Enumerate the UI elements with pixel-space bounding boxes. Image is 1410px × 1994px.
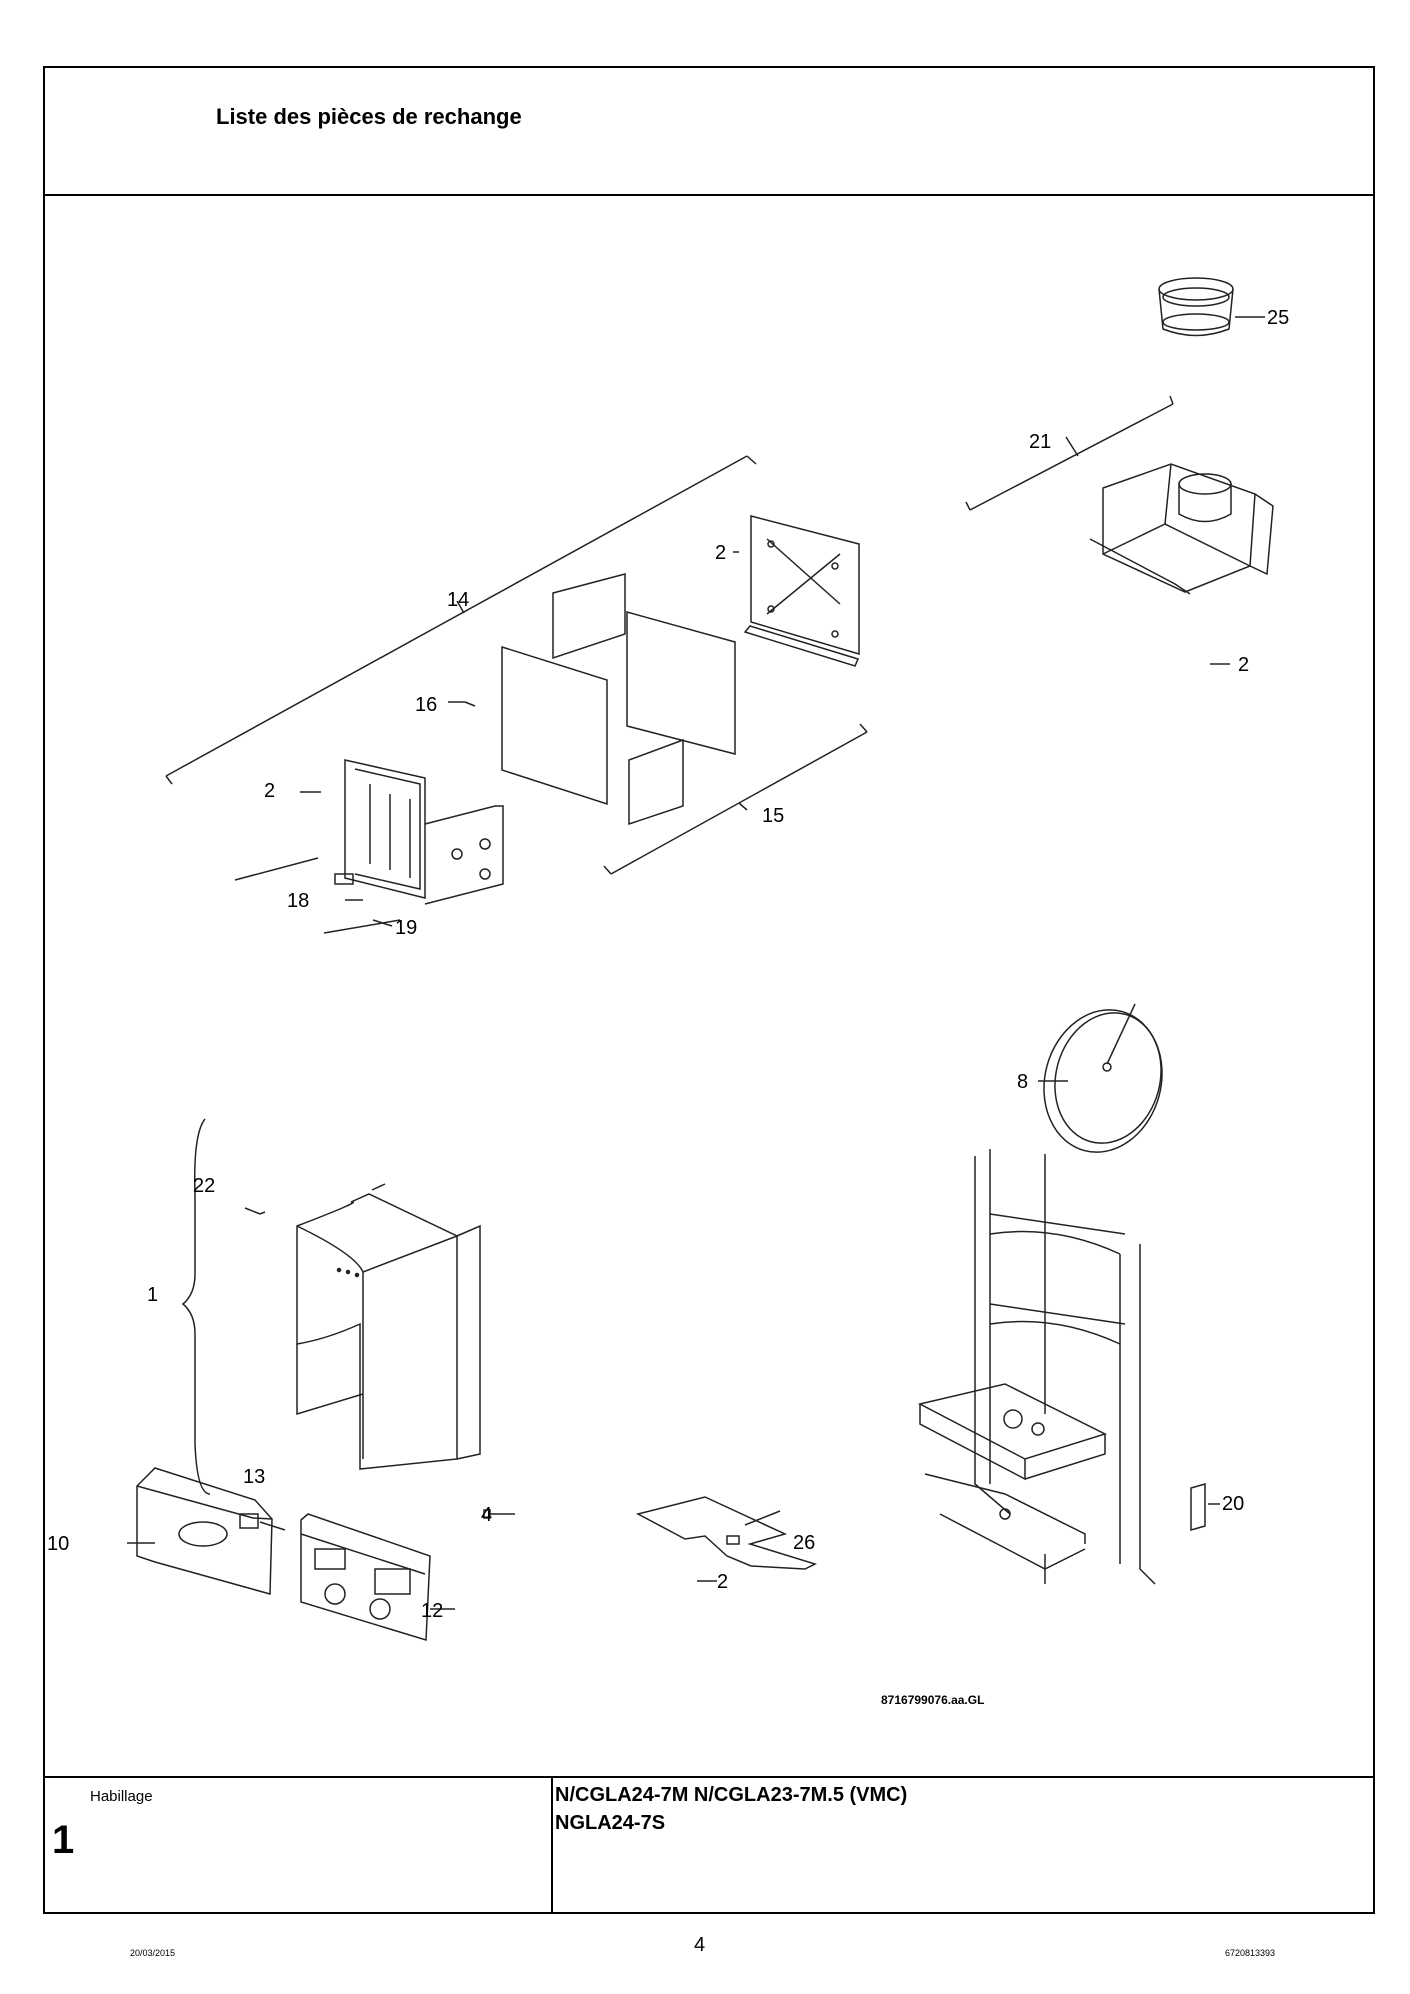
label-part-4: 4 bbox=[481, 1504, 492, 1526]
label-part-15: 15 bbox=[762, 805, 784, 827]
part-12-control-panel bbox=[300, 1513, 455, 1641]
label-part-18: 18 bbox=[287, 890, 309, 912]
label-part-20: 20 bbox=[1222, 1493, 1244, 1515]
model-line-1: N/CGLA24-7M N/CGLA23-7M.5 (VMC) bbox=[555, 1784, 908, 1806]
exploded-view-drawing: 25 21 2 14 16 2 15 18 19 2 8 22 1 13 10 … bbox=[45, 194, 1373, 1780]
part-labels: 25 21 2 14 16 2 15 18 19 2 8 22 1 13 10 … bbox=[47, 307, 1289, 1707]
label-part-21: 21 bbox=[1029, 431, 1051, 453]
part-4-screw bbox=[483, 1509, 515, 1519]
parts-illustration bbox=[127, 277, 1274, 1641]
label-part-25: 25 bbox=[1267, 307, 1289, 329]
page-frame: Liste des pièces de rechange bbox=[43, 66, 1375, 1914]
page-title: Liste des pièces de rechange bbox=[216, 104, 522, 129]
section-label: Habillage bbox=[90, 1788, 153, 1805]
rods-18-19 bbox=[234, 857, 401, 934]
part-10-front-panel bbox=[127, 1467, 273, 1595]
label-part-2-right: 2 bbox=[1238, 654, 1249, 676]
page-number: 4 bbox=[694, 1934, 706, 1956]
label-part-19: 19 bbox=[395, 917, 417, 939]
label-part-22: 22 bbox=[193, 1175, 215, 1197]
label-part-10: 10 bbox=[47, 1533, 69, 1555]
label-part-1: 1 bbox=[147, 1284, 158, 1306]
label-part-2-left: 2 bbox=[264, 780, 275, 802]
document-reference: 6720813393 bbox=[1225, 1948, 1276, 1958]
label-part-26: 26 bbox=[793, 1532, 815, 1554]
print-date: 20/03/2015 bbox=[130, 1948, 176, 1958]
side-panel-left bbox=[300, 759, 504, 905]
label-part-8: 8 bbox=[1017, 1071, 1028, 1093]
part-26-plate bbox=[635, 1496, 818, 1582]
part-14-insulation-set-bracket bbox=[165, 455, 757, 785]
insulation-panels bbox=[501, 573, 736, 826]
section-number: 1 bbox=[52, 1818, 75, 1862]
part-25-flue-ring bbox=[1158, 277, 1265, 337]
part-1-front-casing bbox=[181, 1118, 481, 1531]
part-21-combustion-chamber bbox=[965, 395, 1274, 665]
part-16-screw bbox=[448, 701, 476, 707]
footer-section-cell: Habillage 1 bbox=[45, 1778, 553, 1912]
chassis-frame bbox=[917, 1149, 1156, 1585]
model-line-2: NGLA24-7S bbox=[555, 1812, 666, 1834]
drawing-reference: 8716799076.aa.GL bbox=[881, 1693, 984, 1707]
label-part-14: 14 bbox=[447, 589, 469, 611]
label-part-16: 16 bbox=[415, 694, 437, 716]
header: Liste des pièces de rechange bbox=[45, 68, 1373, 196]
footer: Habillage 1 N/CGLA24-7M N/CGLA23-7M.5 (V… bbox=[45, 1776, 1373, 1912]
label-part-2-bottom: 2 bbox=[717, 1571, 728, 1593]
part-20-label-sticker bbox=[1190, 1483, 1220, 1531]
label-part-12: 12 bbox=[421, 1600, 443, 1622]
label-part-13: 13 bbox=[243, 1466, 265, 1488]
part-15-insulation-set-bracket bbox=[603, 723, 868, 875]
label-part-2-top: 2 bbox=[715, 542, 726, 564]
part-8-expansion-vessel bbox=[1038, 1003, 1163, 1153]
rear-panel-upper bbox=[733, 515, 860, 667]
